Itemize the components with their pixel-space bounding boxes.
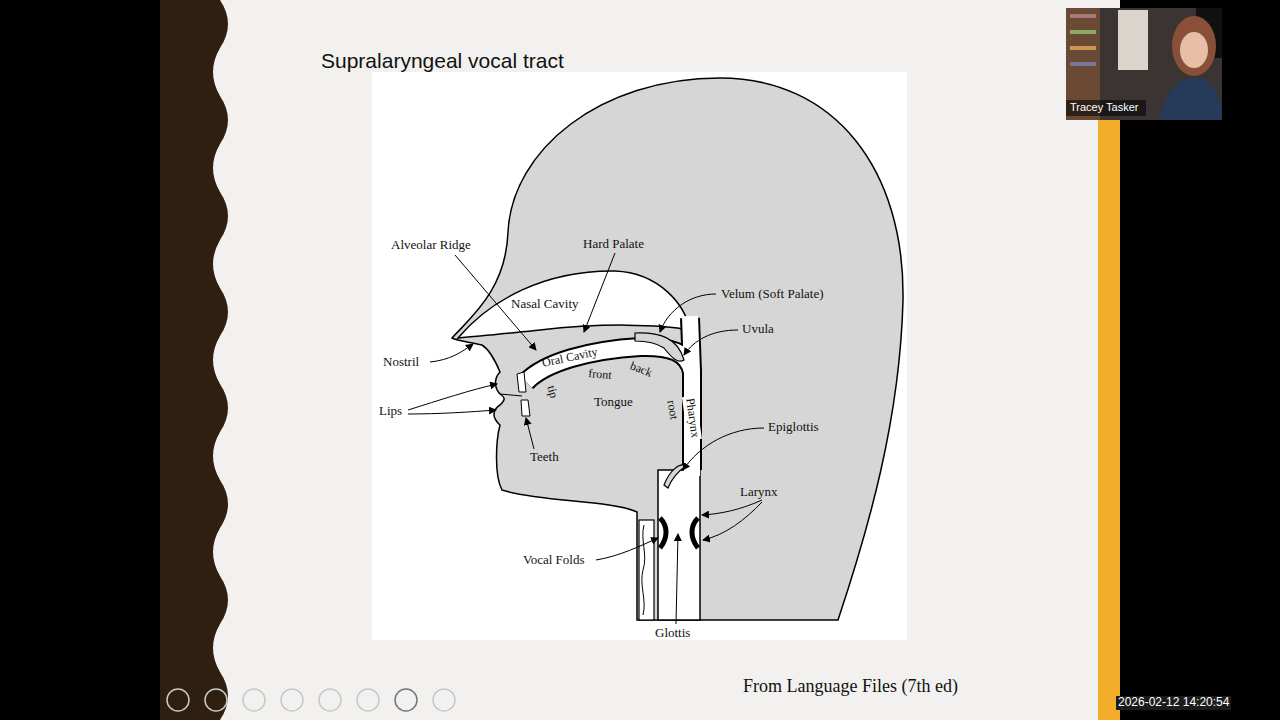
part-label: Hard Palate: [583, 237, 644, 252]
part-label: Velum (Soft Palate): [721, 287, 824, 302]
timestamp: 2026-02-12 14:20:54: [1116, 696, 1231, 710]
orange-bar: [1098, 120, 1120, 720]
part-label: Pharynx: [682, 395, 702, 440]
part-label: Alveolar Ridge: [391, 238, 471, 253]
slide-title: Supralaryngeal vocal tract: [321, 49, 564, 73]
tongue-part-label: root: [664, 399, 681, 420]
part-label: Glottis: [655, 626, 690, 641]
part-label: Nasal Cavity: [511, 297, 579, 312]
part-label: Tongue: [594, 395, 633, 410]
tongue-part-label: tip: [544, 384, 561, 400]
part-label: Uvula: [742, 322, 774, 337]
part-label: Larynx: [740, 485, 778, 500]
part-label: Teeth: [530, 450, 559, 465]
source-caption: From Language Files (7th ed): [743, 676, 958, 697]
tongue-part-label: front: [588, 367, 612, 383]
part-label: Vocal Folds: [523, 553, 585, 568]
tongue-part-label: back: [628, 359, 654, 380]
webcam: [1066, 8, 1222, 120]
leader-lines: [408, 253, 764, 624]
part-label: Lips: [379, 404, 402, 419]
part-label: Nostril: [383, 355, 419, 370]
participant-name: Tracey Tasker: [1070, 101, 1138, 114]
illustration-frame: [372, 72, 907, 640]
part-label: Epiglottis: [768, 420, 819, 435]
toolbar: [167, 689, 455, 711]
slide: [160, 0, 1120, 720]
wavy-band: [160, 0, 228, 720]
